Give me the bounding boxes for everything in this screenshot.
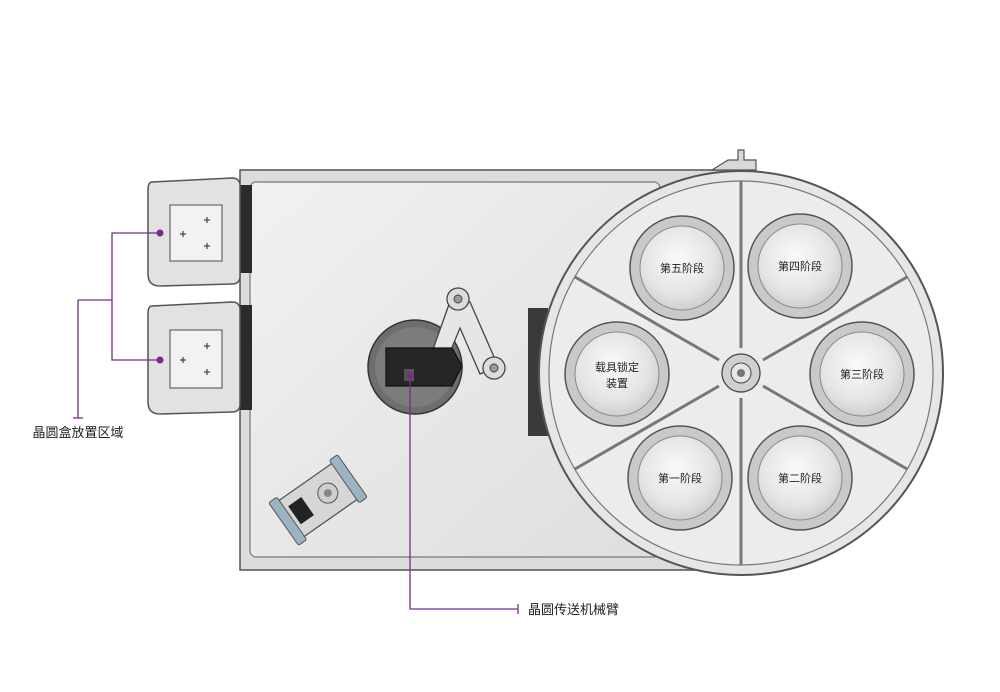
cassette-holder-bottom <box>147 301 241 415</box>
callout-dot-top <box>156 229 164 237</box>
label-stage1: 第一阶段 <box>658 471 702 485</box>
station-load-lock: 载具锁定 装置 <box>564 321 670 427</box>
top-bracket <box>709 149 757 171</box>
cassette-holder-top <box>147 177 241 287</box>
label-load-lock-line1: 载具锁定 <box>595 360 639 374</box>
label-stage5: 第五阶段 <box>660 261 704 275</box>
callout-robot-arm <box>409 376 519 614</box>
station-stage4: 第四阶段 <box>747 213 853 319</box>
station-stage1: 第一阶段 <box>627 425 733 531</box>
label-cassette-area: 晶圆盒放置区域 <box>32 425 123 441</box>
label-stage2: 第二阶段 <box>778 471 822 485</box>
label-stage4: 第四阶段 <box>778 259 822 273</box>
callout-cassette-area <box>73 232 160 419</box>
station-stage3: 第三阶段 <box>809 321 915 427</box>
station-stage2: 第二阶段 <box>747 425 853 531</box>
label-robot-arm: 晶圆传送机械臂 <box>528 603 619 618</box>
callout-dot-bottom <box>156 356 164 364</box>
aligner-device <box>268 454 368 546</box>
callout-dot-arm <box>406 372 414 380</box>
label-stage3: 第三阶段 <box>840 367 884 381</box>
label-load-lock-line2: 装置 <box>606 377 628 390</box>
station-stage5: 第五阶段 <box>629 215 735 321</box>
